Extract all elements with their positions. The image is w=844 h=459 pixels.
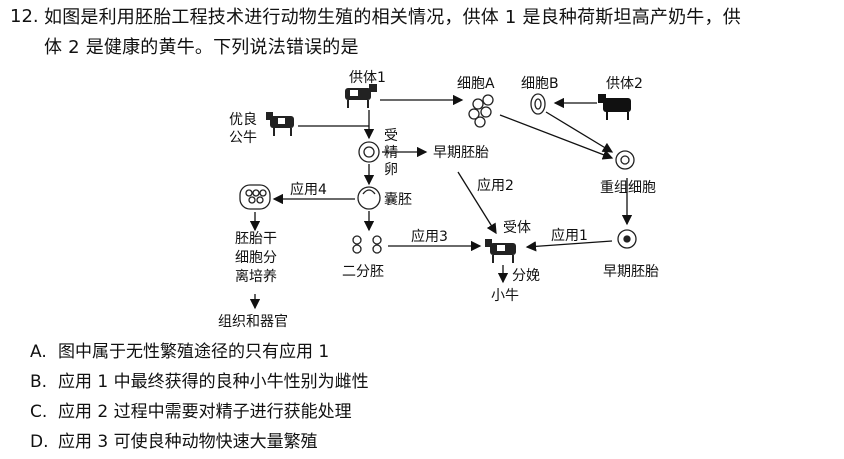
recombinant-cell-label: 重组细胞 (600, 180, 656, 196)
option-d-letter: D. (30, 432, 49, 452)
bull-label-line2: 公牛 (229, 130, 257, 146)
donor2-label: 供体2 (606, 76, 643, 92)
esc-label-line2: 细胞分 (235, 250, 277, 266)
blastocyst-icon (357, 186, 381, 210)
diagram-arrows (249, 94, 633, 310)
option-b-letter: B. (30, 372, 48, 392)
question-stem-line1: 如图是利用胚胎工程技术进行动物生殖的相关情况，供体 1 是良种荷斯坦高产奶牛，供 (44, 7, 741, 28)
fertilized-egg-label-3: 卵 (384, 162, 398, 178)
question-number: 12. (10, 6, 39, 27)
early-embryo-right-label: 早期胚胎 (603, 264, 659, 280)
tissues-label: 组织和器官 (218, 314, 288, 330)
application1-label: 应用1 (551, 227, 588, 244)
early-embryo-top-label: 早期胚胎 (433, 145, 489, 161)
cell-b-label: 细胞B (521, 76, 559, 92)
option-c[interactable]: C. 应用 2 过程中需要对精子进行获能处理 (30, 400, 352, 424)
esc-label-line3: 离培养 (235, 268, 277, 285)
bull-cow-icon (266, 112, 294, 136)
recipient-label: 受体 (503, 220, 531, 236)
donor2-cow-icon (598, 94, 631, 120)
birth-label: 分娩 (512, 268, 540, 284)
option-c-text: 应用 2 过程中需要对精子进行获能处理 (58, 402, 352, 422)
cell-a-icon (468, 94, 494, 128)
two-embryo-icon (352, 235, 382, 254)
cell-a-label: 细胞A (457, 76, 495, 92)
question-stem-line2: 体 2 是健康的黄牛。下列说法错误的是 (44, 37, 359, 58)
cell-b-icon (530, 93, 546, 115)
option-b[interactable]: B. 应用 1 中最终获得的良种小牛性别为雌性 (30, 370, 369, 394)
option-c-letter: C. (30, 402, 48, 422)
fertilized-egg-label-2: 精 (384, 145, 398, 161)
two-embryo-label: 二分胚 (342, 264, 384, 280)
recombinant-cell-icon (615, 150, 635, 170)
blastocyst-label: 囊胚 (384, 191, 412, 208)
application3-label: 应用3 (411, 228, 448, 245)
option-b-text: 应用 1 中最终获得的良种小牛性别为雌性 (58, 372, 369, 392)
esc-culture-dish-icon (239, 184, 271, 210)
donor1-cow-icon (345, 84, 377, 108)
application2-label: 应用2 (477, 177, 514, 194)
option-a-letter: A. (30, 342, 47, 362)
option-d[interactable]: D. 应用 3 可使良种动物快速大量繁殖 (30, 430, 318, 454)
fertilized-egg-label-1: 受 (384, 128, 398, 144)
option-d-text: 应用 3 可使良种动物快速大量繁殖 (58, 432, 318, 452)
early-embryo-right-icon (617, 229, 637, 249)
option-a[interactable]: A. 图中属于无性繁殖途径的只有应用 1 (30, 340, 329, 364)
donor1-label: 供体1 (349, 70, 386, 86)
recipient-cow-icon (485, 239, 516, 263)
application4-label: 应用4 (290, 181, 327, 198)
option-a-text: 图中属于无性繁殖途径的只有应用 1 (58, 342, 330, 362)
esc-label-line1: 胚胎干 (235, 231, 277, 247)
calf-label: 小牛 (491, 288, 519, 304)
bull-label-line1: 优良 (229, 112, 257, 128)
fertilized-egg-icon (358, 141, 380, 163)
